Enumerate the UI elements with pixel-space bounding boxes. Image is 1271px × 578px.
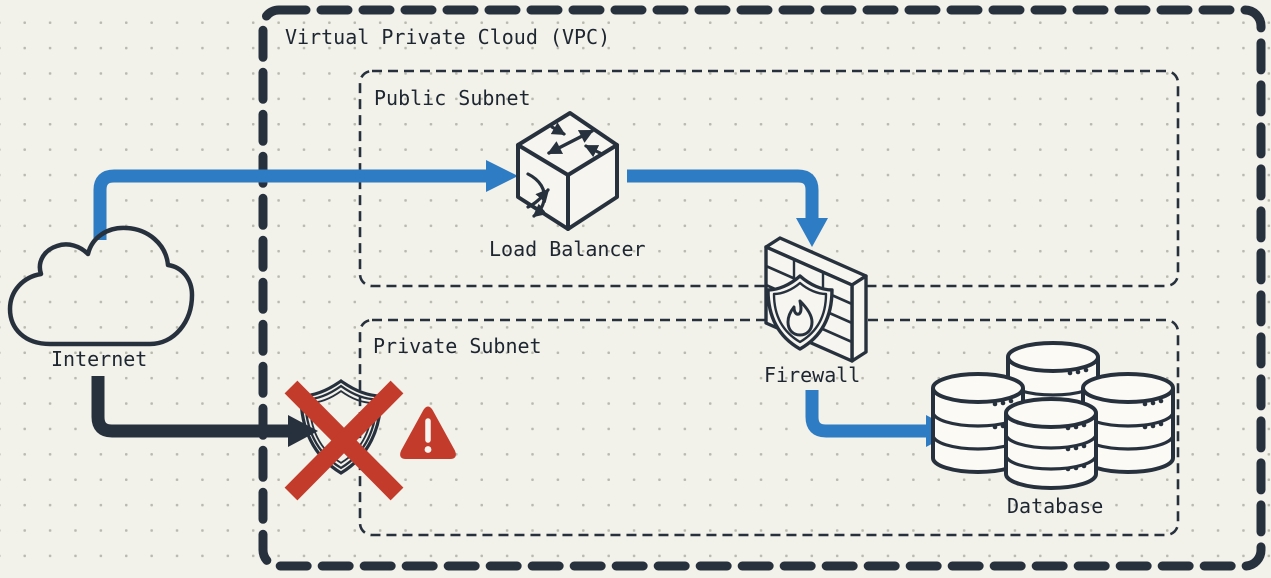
edge-load-balancer-to-firewall (627, 169, 828, 247)
warning-triangle-icon (400, 406, 456, 459)
public-subnet-label: Public Subnet (374, 86, 531, 110)
red-x-icon (284, 380, 404, 501)
private-subnet-label: Private Subnet (373, 334, 542, 358)
database-label: Database (1007, 494, 1104, 518)
internet-label: Internet (51, 347, 148, 371)
vpc-boundary (258, 5, 1266, 571)
vpc-label: Virtual Private Cloud (VPC) (285, 25, 611, 49)
database-cluster-icon (931, 341, 1175, 490)
db-cylinder (1004, 397, 1098, 490)
firewall-label: Firewall (764, 363, 861, 387)
arrowhead-right-icon (288, 415, 318, 447)
arrowhead-down-icon (796, 218, 828, 247)
brick-wall-shield-flame-icon (764, 236, 868, 363)
cloud-icon (7, 225, 195, 347)
crossed-out-shield-icon (284, 379, 404, 501)
routing-cube-icon (516, 111, 619, 231)
db-cylinder (1081, 372, 1175, 474)
edge-internet-blocked (91, 376, 318, 447)
load-balancer-label: Load Balancer (489, 237, 646, 261)
edge-internet-to-load-balancer (93, 160, 518, 240)
db-cylinder (931, 372, 1025, 474)
arrowhead-right-icon (486, 160, 518, 192)
